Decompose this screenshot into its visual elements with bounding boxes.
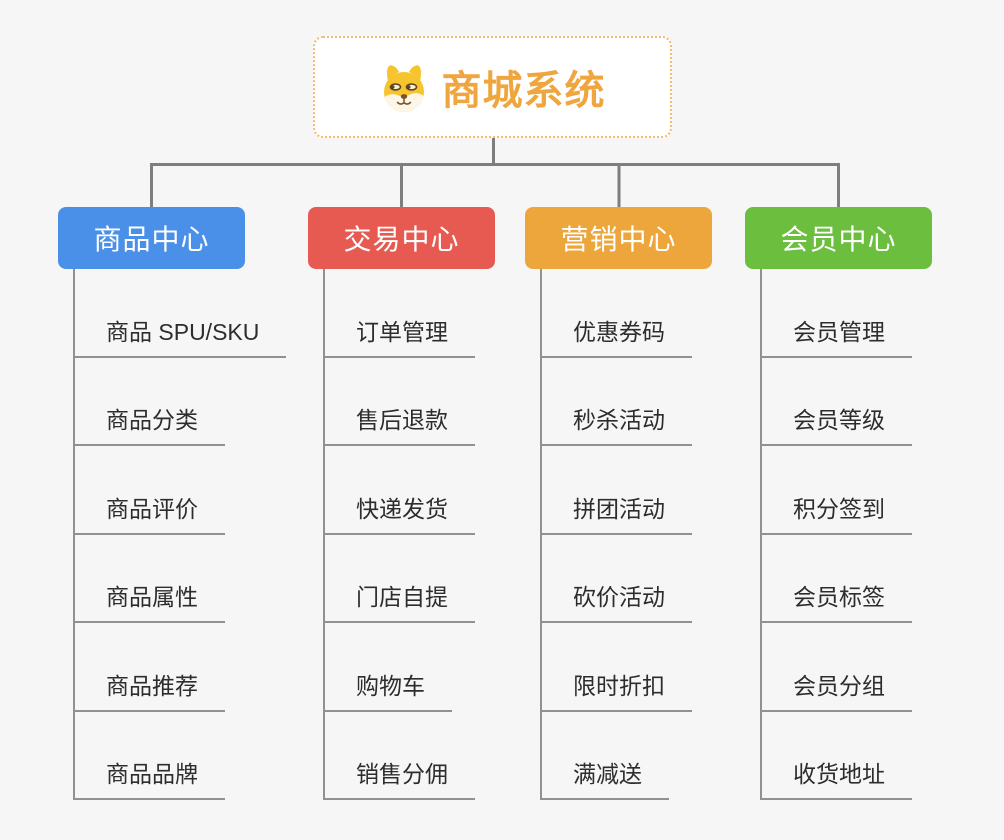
list-item: 会员标签 [760, 535, 932, 623]
subnode-label[interactable]: 商品分类 [73, 401, 225, 446]
subnode-label[interactable]: 优惠券码 [540, 313, 692, 358]
subnode-label[interactable]: 会员标签 [760, 578, 912, 623]
list-item: 售后退款 [323, 358, 495, 446]
list-item: 会员管理 [760, 269, 932, 358]
branch-member-items: 会员管理 会员等级 积分签到 会员标签 会员分组 收货地址 [760, 269, 932, 800]
list-item: 商品分类 [73, 358, 245, 446]
list-item: 会员分组 [760, 623, 932, 712]
list-item: 秒杀活动 [540, 358, 712, 446]
root-node[interactable]: 商城系统 [313, 36, 672, 138]
subnode-label[interactable]: 快递发货 [323, 490, 475, 535]
subnode-label[interactable]: 订单管理 [323, 313, 475, 358]
list-item: 快递发货 [323, 446, 495, 535]
subnode-label[interactable]: 拼团活动 [540, 490, 692, 535]
list-item: 砍价活动 [540, 535, 712, 623]
branch-marketing-items: 优惠券码 秒杀活动 拼团活动 砍价活动 限时折扣 满减送 [540, 269, 712, 800]
shiba-dog-icon [383, 64, 424, 112]
root-title: 商城系统 [441, 69, 606, 113]
subnode-label[interactable]: 售后退款 [323, 401, 475, 446]
list-item: 拼团活动 [540, 446, 712, 535]
list-item: 商品品牌 [73, 712, 245, 800]
list-item: 商品评价 [73, 446, 245, 535]
root-branch-connectors [150, 138, 840, 208]
subnode-label[interactable]: 积分签到 [760, 490, 912, 535]
branch-node-member-center[interactable]: 会员中心 [745, 207, 932, 269]
branch-marketing-center: 营销中心 优惠券码 秒杀活动 拼团活动 砍价活动 限时折扣 满减送 [525, 207, 712, 800]
list-item: 满减送 [540, 712, 712, 800]
branch-trade-items: 订单管理 售后退款 快递发货 门店自提 购物车 销售分佣 [323, 269, 495, 800]
branch-member-center: 会员中心 会员管理 会员等级 积分签到 会员标签 会员分组 收货地址 [745, 207, 932, 800]
list-item: 商品 SPU/SKU [73, 269, 287, 358]
branch-product-items: 商品 SPU/SKU 商品分类 商品评价 商品属性 商品推荐 商品品牌 [73, 269, 287, 800]
subnode-label[interactable]: 收货地址 [760, 755, 912, 800]
list-item: 限时折扣 [540, 623, 712, 712]
branch-trade-center: 交易中心 订单管理 售后退款 快递发货 门店自提 购物车 销售分佣 [308, 207, 495, 800]
list-item: 销售分佣 [323, 712, 495, 800]
subnode-label[interactable]: 商品属性 [73, 578, 225, 623]
subnode-label[interactable]: 满减送 [540, 755, 669, 800]
subnode-label[interactable]: 门店自提 [323, 578, 475, 623]
list-item: 订单管理 [323, 269, 495, 358]
list-item: 门店自提 [323, 535, 495, 623]
subnode-label[interactable]: 限时折扣 [540, 667, 692, 712]
subnode-label[interactable]: 商品 SPU/SKU [73, 313, 287, 358]
list-item: 积分签到 [760, 446, 932, 535]
subnode-label[interactable]: 会员管理 [760, 313, 912, 358]
list-item: 购物车 [323, 623, 495, 712]
subnode-label[interactable]: 会员分组 [760, 667, 912, 712]
branch-node-product-center[interactable]: 商品中心 [58, 207, 245, 269]
subnode-label[interactable]: 商品推荐 [73, 667, 225, 712]
subnode-label[interactable]: 商品评价 [73, 490, 225, 535]
subnode-label[interactable]: 购物车 [323, 667, 452, 712]
subnode-label[interactable]: 秒杀活动 [540, 401, 692, 446]
subnode-label[interactable]: 会员等级 [760, 401, 912, 446]
subnode-label[interactable]: 商品品牌 [73, 755, 225, 800]
branch-node-marketing-center[interactable]: 营销中心 [525, 207, 712, 269]
list-item: 商品属性 [73, 535, 245, 623]
list-item: 商品推荐 [73, 623, 245, 712]
subnode-label[interactable]: 销售分佣 [323, 755, 475, 800]
branch-product-center: 商品中心 商品 SPU/SKU 商品分类 商品评价 商品属性 商品推荐 商品品牌 [58, 207, 287, 800]
list-item: 优惠券码 [540, 269, 712, 358]
list-item: 收货地址 [760, 712, 932, 800]
branch-node-trade-center[interactable]: 交易中心 [308, 207, 495, 269]
subnode-label[interactable]: 砍价活动 [540, 578, 692, 623]
list-item: 会员等级 [760, 358, 932, 446]
